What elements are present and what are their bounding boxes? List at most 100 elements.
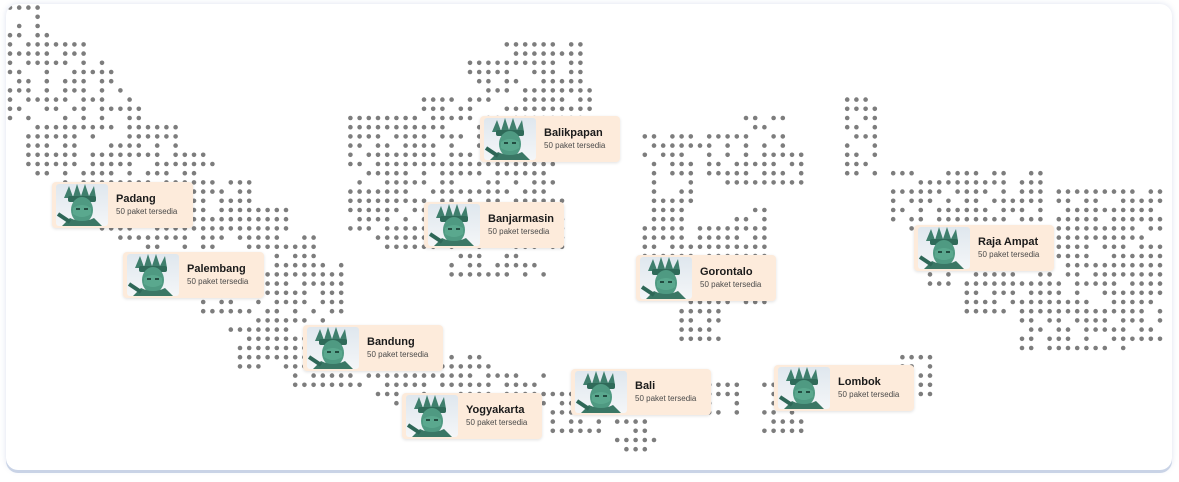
map-dot (366, 124, 372, 130)
map-dot (522, 51, 528, 56)
map-dot (1157, 290, 1163, 296)
map-dot (532, 60, 537, 66)
map-dot (237, 226, 243, 231)
map-dot (1028, 216, 1034, 222)
map-dot (26, 5, 31, 10)
map-dot (72, 152, 77, 158)
map-dot (26, 152, 31, 158)
map-dot (35, 42, 40, 47)
map-dot (154, 235, 160, 240)
destination-card-padang[interactable]: Padang 50 paket tersedia (52, 182, 193, 228)
map-dot (1056, 189, 1062, 194)
map-dot (274, 244, 280, 250)
map-dot (421, 143, 427, 148)
map-dot (964, 308, 970, 314)
destination-card-raja-ampat[interactable]: Raja Ampat 50 paket tersedia (914, 225, 1054, 271)
destination-card-gorontalo[interactable]: Gorontalo 50 paket tersedia (636, 255, 776, 301)
destination-card-banjarmasin[interactable]: Banjarmasin 50 paket tersedia (424, 202, 564, 248)
map-dot (1065, 198, 1071, 204)
map-dot (495, 189, 500, 194)
map-dot (302, 382, 307, 388)
map-dot (1102, 290, 1108, 296)
map-dot (412, 161, 418, 167)
map-dot (274, 318, 280, 323)
map-dot (541, 170, 546, 176)
map-dot (237, 198, 243, 204)
map-dot (449, 373, 454, 378)
map-dot (440, 134, 445, 139)
map-dot (1139, 244, 1144, 250)
map-dot (412, 143, 418, 148)
map-dot (578, 69, 583, 75)
map-dot (918, 382, 924, 388)
map-dot (973, 216, 979, 222)
destination-card-bandung[interactable]: Bandung 50 paket tersedia (303, 325, 443, 371)
map-dot (550, 69, 556, 75)
map-dot (504, 161, 510, 167)
map-dot (44, 124, 50, 130)
map-dot (495, 373, 500, 378)
map-dot (467, 60, 473, 66)
map-dot (1047, 308, 1052, 314)
map-dot (440, 106, 445, 112)
map-dot (72, 51, 77, 56)
map-dot (145, 152, 151, 158)
map-dot (384, 161, 390, 167)
map-dot (440, 161, 445, 167)
map-dot (81, 124, 86, 130)
map-dot (504, 42, 510, 47)
map-dot (320, 382, 326, 388)
map-dot (955, 216, 960, 222)
map-dot (210, 244, 215, 250)
map-dot (430, 106, 436, 112)
map-dot (624, 446, 629, 452)
map-dot (771, 419, 776, 424)
map-dot (421, 97, 427, 102)
map-dot (946, 198, 951, 204)
map-dot (909, 354, 914, 360)
map-dot (283, 299, 289, 305)
map-dot (136, 235, 142, 240)
destination-card-yogyakarta[interactable]: Yogyakarta 50 paket tersedia (402, 393, 542, 439)
map-dot (679, 134, 684, 139)
map-dot (366, 216, 372, 222)
map-dot (274, 281, 280, 286)
map-dot (1019, 198, 1025, 204)
map-dot (964, 290, 970, 296)
map-dot (1102, 189, 1108, 194)
destination-card-lombok[interactable]: Lombok 50 paket tersedia (774, 365, 914, 411)
map-dot (219, 198, 224, 204)
map-dot (1148, 281, 1154, 286)
map-dot (771, 170, 776, 176)
map-dot (854, 152, 859, 158)
map-dot (1111, 281, 1117, 286)
map-dot (1148, 189, 1154, 194)
map-dot (706, 143, 712, 148)
map-dot (191, 170, 197, 176)
destination-card-bali[interactable]: Bali 50 paket tersedia (571, 369, 711, 415)
map-dot (283, 262, 289, 268)
map-dot (53, 134, 59, 139)
map-dot (283, 345, 289, 351)
map-dot (26, 42, 31, 47)
map-dot (329, 272, 335, 277)
map-dot (734, 410, 740, 415)
map-dot (421, 134, 427, 139)
destination-card-balikpapan[interactable]: Balikpapan 50 paket tersedia (480, 116, 620, 162)
map-dot (900, 170, 905, 176)
map-dot (292, 373, 298, 378)
map-dot (936, 180, 942, 185)
map-dot (191, 226, 197, 231)
map-dot (706, 161, 712, 167)
map-dot (375, 170, 381, 176)
map-dot (1130, 189, 1135, 194)
map-dot (716, 244, 721, 250)
map-dot (1130, 299, 1135, 305)
map-dot (16, 106, 22, 112)
map-dot (1001, 281, 1006, 286)
map-dot (550, 51, 556, 56)
map-dot (522, 262, 528, 268)
destination-card-palembang[interactable]: Palembang 50 paket tersedia (123, 252, 264, 298)
map-dot (541, 391, 546, 397)
map-dot (1028, 345, 1034, 351)
